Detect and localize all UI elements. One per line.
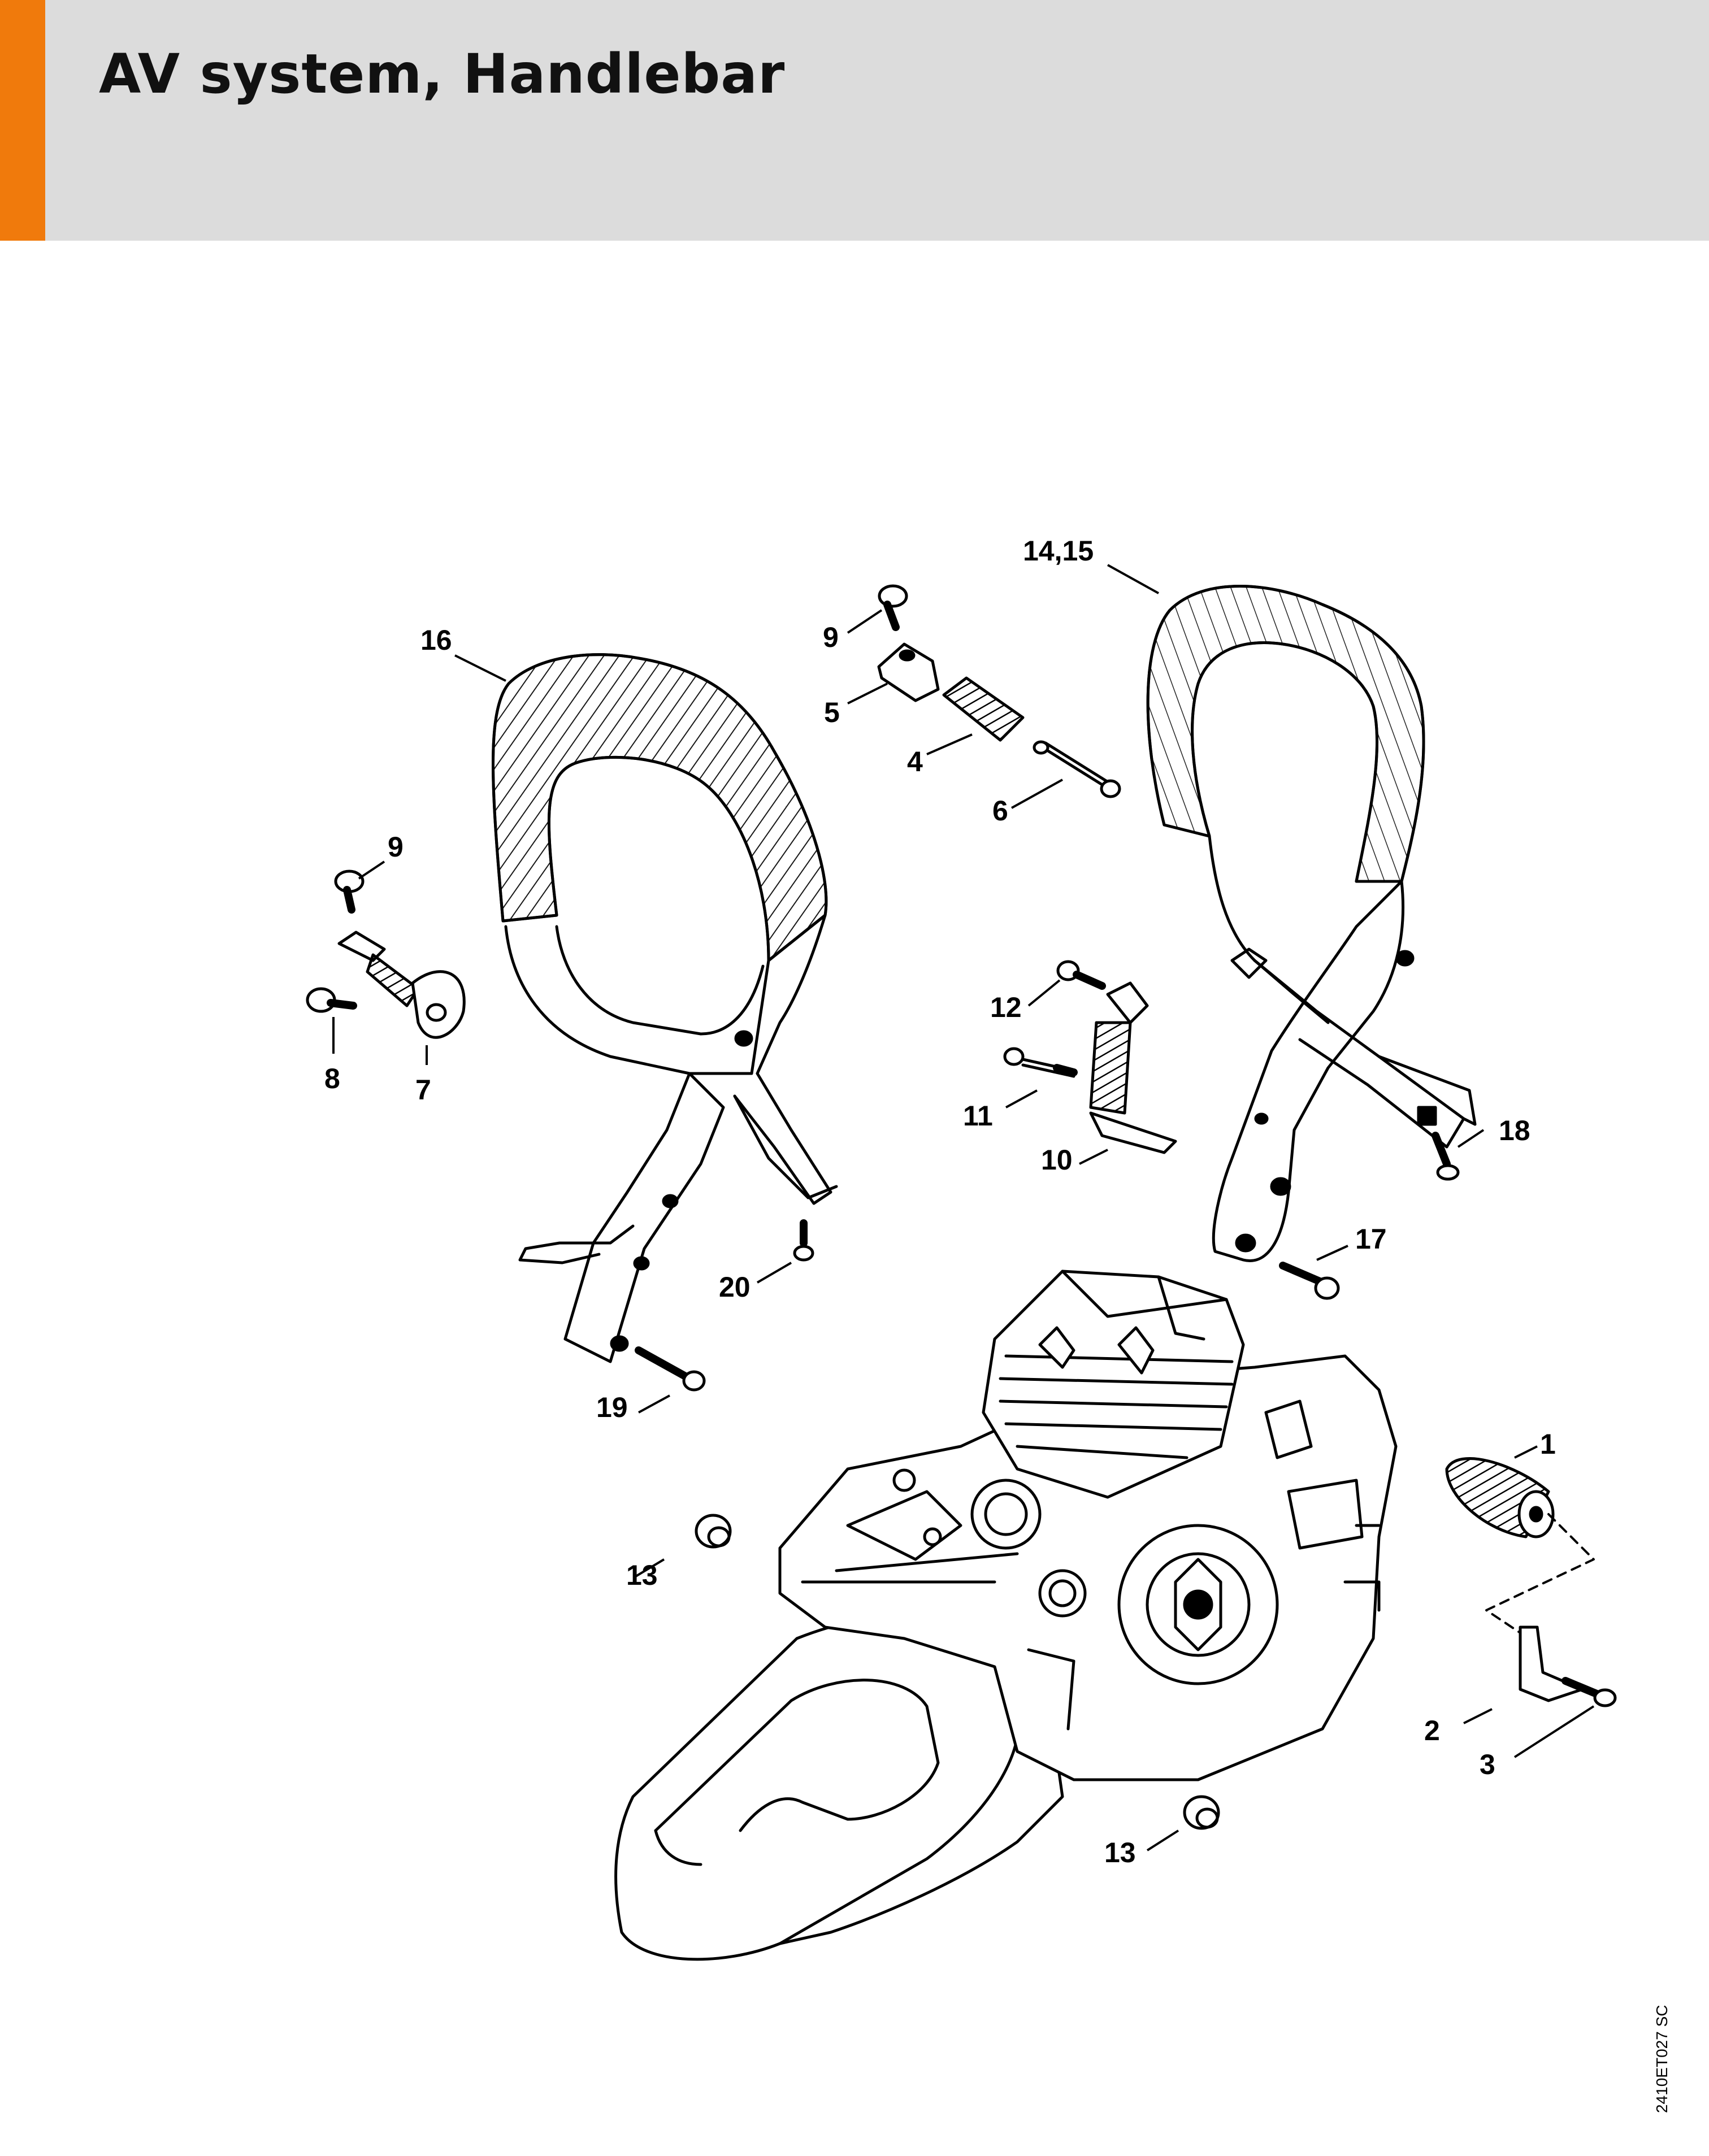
callout-14-15: 14,15 (1023, 535, 1094, 567)
part-4-spring (942, 676, 1025, 742)
part-6-pin (1033, 740, 1121, 798)
assembly-dashed-line (1485, 1513, 1595, 1634)
part-18-screw (1432, 1132, 1460, 1181)
part-17-screw (1279, 1262, 1340, 1300)
callout-11: 11 (963, 1100, 993, 1132)
callout-1: 1 (1540, 1428, 1556, 1460)
part-3-screw (1561, 1677, 1617, 1707)
part-11-bolt (1003, 1047, 1078, 1078)
callout-6: 6 (992, 795, 1008, 827)
part-8-screw (306, 987, 357, 1013)
chainsaw-body (614, 1270, 1398, 1961)
callout-13-lower: 13 (1104, 1837, 1136, 1868)
callout-9-left: 9 (388, 831, 404, 863)
callout-19: 19 (596, 1392, 628, 1423)
callout-8: 8 (324, 1063, 340, 1094)
callout-20: 20 (719, 1271, 751, 1303)
part-2-bracket (1519, 1625, 1584, 1702)
callout-10: 10 (1041, 1144, 1073, 1176)
callout-12: 12 (990, 992, 1022, 1023)
part-9-left-screw (334, 870, 365, 914)
callout-3: 3 (1480, 1749, 1495, 1780)
part-5-housing (877, 642, 940, 702)
callout-16: 16 (420, 624, 452, 656)
part-1-buffer (1445, 1457, 1555, 1538)
callout-17: 17 (1355, 1223, 1387, 1255)
document-code: 2410ET027 SC (1653, 2005, 1671, 2113)
callout-7: 7 (415, 1074, 431, 1106)
part-9-top-screw (878, 584, 908, 631)
part-19-screw (635, 1346, 706, 1392)
callout-2: 2 (1424, 1715, 1440, 1746)
callout-13-upper: 13 (626, 1559, 658, 1591)
leader-lines (332, 564, 1595, 1851)
handlebar-14-15 (1146, 585, 1477, 1262)
handlebar-16 (492, 653, 838, 1363)
part-13-plug-lower (1183, 1795, 1220, 1830)
callout-18: 18 (1499, 1115, 1530, 1146)
header-band: AV system, Handlebar (0, 0, 1709, 241)
callout-4: 4 (907, 746, 923, 777)
callout-labels: 14,15 16 9 5 4 6 9 7 8 12 11 10 18 17 20… (324, 535, 1556, 1868)
page-title: AV system, Handlebar (99, 42, 786, 106)
callout-5: 5 (824, 697, 840, 728)
part-12-screw (1056, 960, 1106, 990)
part-13-plug-upper (695, 1514, 732, 1549)
accent-bar (0, 0, 45, 241)
callout-9-top: 9 (823, 621, 839, 653)
part-7-buffer (337, 931, 466, 1039)
part-10-spring-bracket (1089, 981, 1177, 1154)
part-20-screw (793, 1219, 814, 1262)
